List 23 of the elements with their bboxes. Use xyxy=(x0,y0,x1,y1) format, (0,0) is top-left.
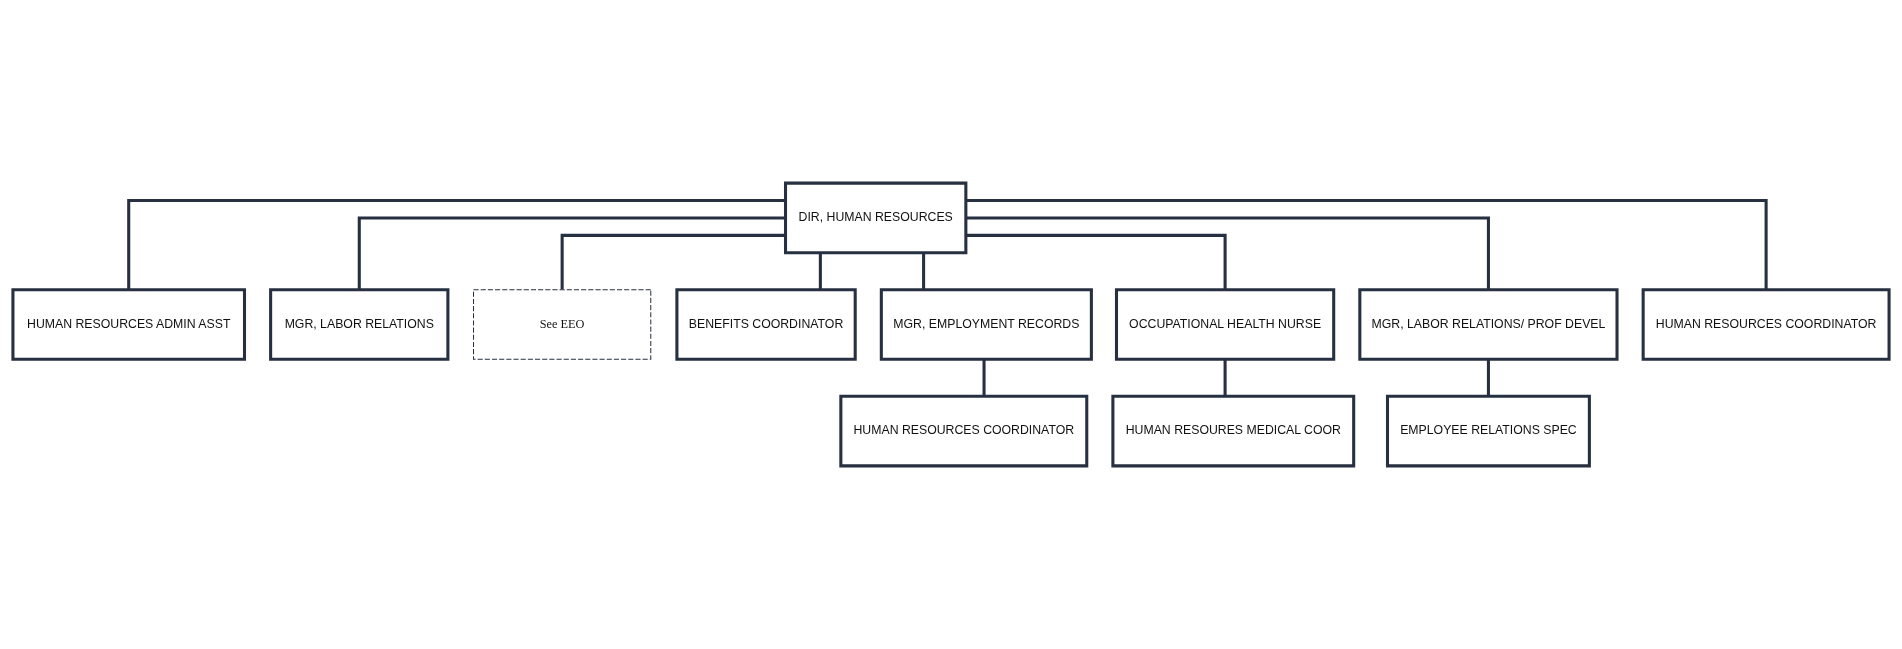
node-box: See EEO xyxy=(473,289,652,360)
connector xyxy=(818,252,822,290)
node-box: HUMAN RESOURCES ADMIN ASST xyxy=(11,288,247,361)
node-box: MGR, LABOR RELATIONS xyxy=(269,288,450,361)
connector xyxy=(966,233,1227,290)
node-box: HUMAN RESOURES MEDICAL COOR xyxy=(1111,394,1356,468)
connector xyxy=(1223,359,1227,397)
node-box: MGR, EMPLOYMENT RECORDS xyxy=(879,288,1093,361)
connector xyxy=(965,199,1768,290)
node-box: OCCUPATIONAL HEALTH NURSE xyxy=(1114,288,1336,361)
connector xyxy=(127,199,786,290)
node-box: EMPLOYEE RELATIONS SPEC xyxy=(1385,394,1591,468)
connector xyxy=(560,233,786,290)
node-box: DIR, HUMAN RESOURCES xyxy=(784,181,968,255)
node-box: HUMAN RESOURCES COORDINATOR xyxy=(839,394,1089,468)
node-box: BENEFITS COORDINATOR xyxy=(675,288,857,361)
connector xyxy=(922,252,926,290)
connector xyxy=(982,359,986,397)
node-box: MGR, LABOR RELATIONS/ PROF DEVEL xyxy=(1358,288,1619,361)
connector xyxy=(1486,359,1490,397)
connector xyxy=(357,216,786,290)
connector xyxy=(966,216,1490,290)
node-box: HUMAN RESOURCES COORDINATOR xyxy=(1641,288,1891,361)
